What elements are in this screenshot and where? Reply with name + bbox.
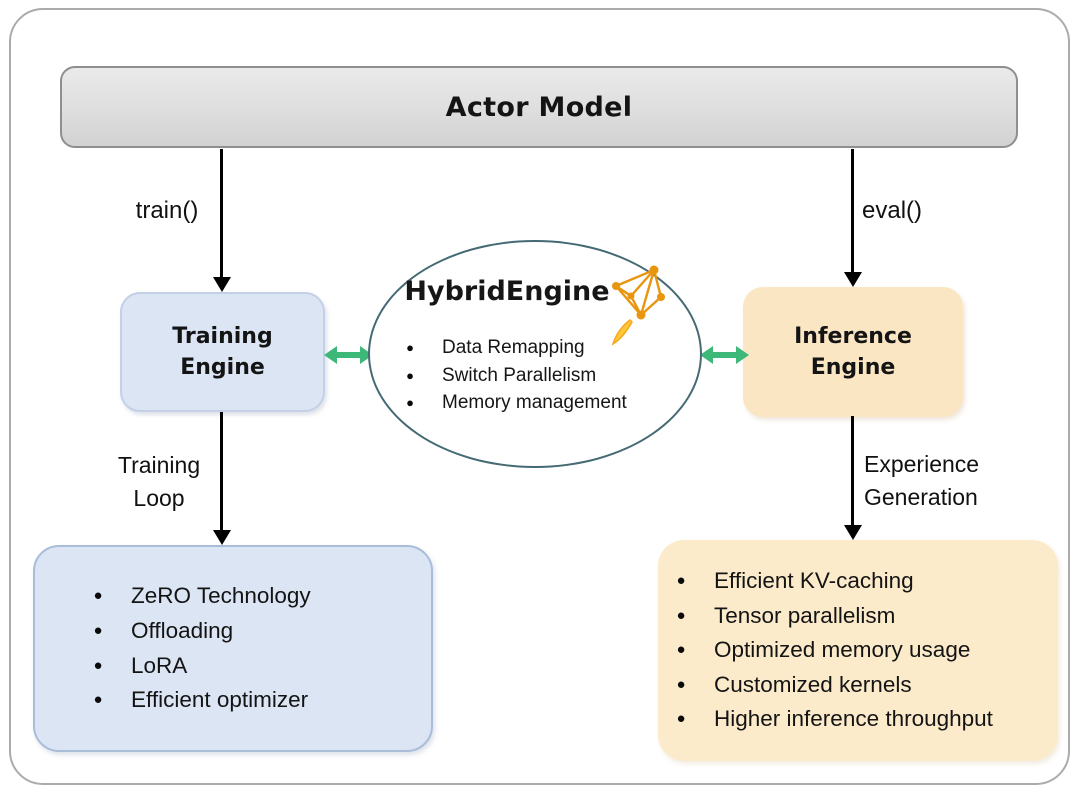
bullet-item: ● Optimized memory usage bbox=[674, 633, 1058, 668]
training-loop-arrow-line bbox=[220, 412, 223, 531]
bullet-icon: ● bbox=[676, 641, 686, 659]
deepspeed-network-icon bbox=[611, 265, 665, 346]
rocket-flame-icon bbox=[611, 319, 633, 346]
bullet-icon: ● bbox=[93, 691, 103, 709]
bullet-text: LoRA bbox=[131, 652, 188, 678]
inference-engine-title-line2: Engine bbox=[810, 355, 896, 380]
inference-features-box: ● Efficient KV-caching ● Tensor parallelism… bbox=[658, 540, 1058, 761]
arrow-shaft bbox=[713, 352, 736, 358]
bullet-item: ● Efficient optimizer bbox=[91, 683, 431, 718]
bullet-item: ● Data Remapping bbox=[404, 334, 627, 362]
bullet-text: ZeRO Technology bbox=[131, 583, 311, 609]
training-loop-label-line2: Loop bbox=[133, 485, 185, 511]
train-arrow-line bbox=[220, 149, 223, 278]
bullet-icon: ● bbox=[93, 656, 103, 674]
bullet-text: Switch Parallelism bbox=[442, 364, 597, 386]
experience-generation-arrowhead-icon bbox=[844, 525, 862, 540]
arrow-right-tip bbox=[736, 346, 749, 364]
bullet-item: ● Higher inference throughput bbox=[674, 702, 1058, 737]
training-loop-label: Training Loop bbox=[102, 449, 216, 515]
hybrid-engine-feature-list: ● Data Remapping ● Switch Parallelism ● Memor… bbox=[404, 334, 627, 417]
bullet-icon: ● bbox=[406, 367, 414, 383]
bullet-text: Optimized memory usage bbox=[714, 637, 971, 663]
bullet-icon: ● bbox=[406, 395, 414, 410]
eval-arrowhead-icon bbox=[844, 272, 862, 287]
bullet-text: Efficient KV-caching bbox=[714, 568, 914, 594]
bullet-item: ● LoRA bbox=[91, 649, 431, 684]
bullet-icon: ● bbox=[406, 340, 414, 355]
inference-engine-box: Inference Engine bbox=[743, 287, 963, 417]
training-engine-box: Training Engine bbox=[120, 292, 325, 412]
bullet-text: Offloading bbox=[131, 617, 234, 643]
training-features-box: ● ZeRO Technology ● Offloading ● LoRA ● Efficie… bbox=[33, 545, 433, 752]
bullet-text: Memory management bbox=[442, 392, 627, 413]
training-engine-title-line1: Training bbox=[172, 324, 273, 349]
train-arrowhead-icon bbox=[213, 277, 231, 292]
bullet-icon: ● bbox=[676, 675, 686, 693]
experience-generation-label-line2: Generation bbox=[864, 484, 978, 510]
bullet-icon: ● bbox=[676, 710, 686, 728]
bullet-item: ● Customized kernels bbox=[674, 668, 1058, 703]
training-loop-label-line1: Training bbox=[117, 452, 201, 478]
bullet-item: ● Offloading bbox=[91, 614, 431, 649]
bullet-icon: ● bbox=[676, 572, 686, 590]
bullet-item: ● Tensor parallelism bbox=[674, 599, 1058, 634]
bullet-item: ● ZeRO Technology bbox=[91, 579, 431, 614]
arrow-shaft bbox=[337, 352, 360, 358]
bullet-icon: ● bbox=[676, 606, 686, 624]
bullet-icon: ● bbox=[93, 587, 103, 605]
bullet-item: ● Switch Parallelism bbox=[404, 362, 627, 390]
bullet-text: Higher inference throughput bbox=[714, 706, 993, 732]
bullet-text: Tensor parallelism bbox=[714, 602, 896, 628]
hybrid-inference-bidirectional-arrow-icon bbox=[700, 344, 749, 366]
eval-arrow-line bbox=[851, 149, 854, 273]
train-call-label: train() bbox=[135, 197, 199, 224]
training-engine-title-line2: Engine bbox=[180, 355, 265, 380]
inference-engine-title-line1: Inference bbox=[794, 324, 912, 349]
bullet-text: Data Remapping bbox=[442, 337, 585, 358]
training-loop-arrowhead-icon bbox=[213, 530, 231, 545]
bullet-item: ● Memory management bbox=[404, 389, 627, 417]
arrow-left-tip bbox=[324, 346, 337, 364]
training-hybrid-bidirectional-arrow-icon bbox=[324, 344, 373, 366]
experience-generation-label: Experience Generation bbox=[864, 448, 979, 514]
bullet-item: ● Efficient KV-caching bbox=[674, 564, 1058, 599]
actor-model-label: Actor Model bbox=[445, 91, 633, 123]
actor-model-box: Actor Model bbox=[60, 66, 1018, 148]
hybrid-engine-ellipse: HybridEngine ●Data Remapping●Switc bbox=[368, 240, 702, 468]
experience-generation-arrow-line bbox=[851, 416, 854, 526]
hybrid-engine-title: HybridEngine bbox=[404, 276, 610, 307]
bullet-text: Customized kernels bbox=[714, 671, 912, 697]
eval-call-label: eval() bbox=[862, 197, 923, 224]
bullet-text: Efficient optimizer bbox=[131, 687, 309, 713]
arrow-left-tip bbox=[700, 346, 713, 364]
bullet-icon: ● bbox=[93, 621, 103, 639]
experience-generation-label-line1: Experience bbox=[864, 451, 980, 477]
